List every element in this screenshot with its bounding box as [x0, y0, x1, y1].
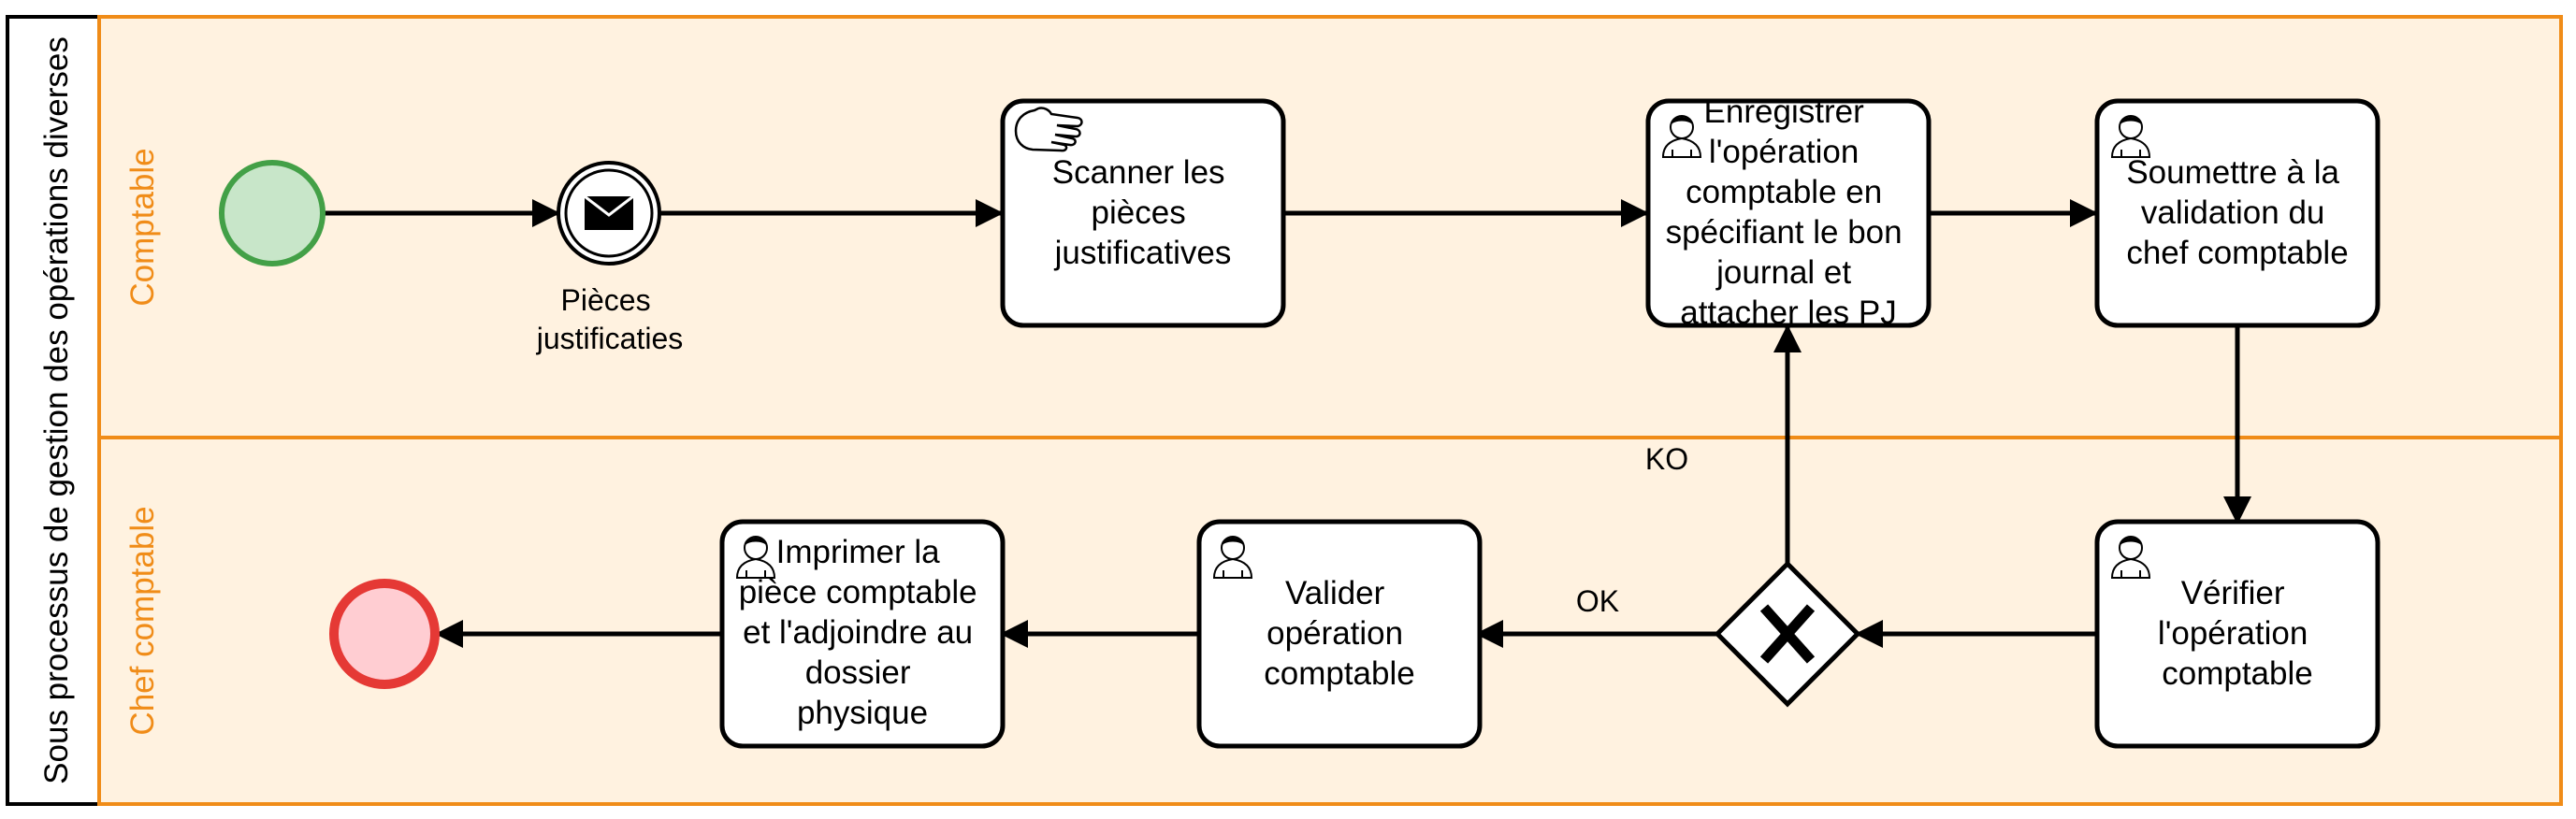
task-scanner-pieces[interactable]: Scanner les pièces justificatives	[1000, 98, 1286, 328]
lane-label-comptable: Comptable	[124, 148, 161, 306]
end-event[interactable]	[329, 579, 440, 689]
task-soumettre-validation[interactable]: Soumettre à la validation du chef compta…	[2094, 98, 2381, 328]
task-imprimer-piece[interactable]: Imprimer la pièce comptable et l'adjoind…	[719, 519, 1006, 749]
message-event-label: Pièces justificaties	[536, 283, 684, 355]
svg-text:Imprimer la pièce compta: Imprimer la pièce comptable et l'adjoind…	[739, 534, 987, 731]
lane-label-chef-comptable: Chef comptable	[124, 506, 161, 735]
pool-header	[6, 15, 101, 806]
start-event[interactable]	[219, 160, 326, 266]
envelope-icon	[584, 194, 634, 230]
svg-text:Soumettre à la validatio: Soumettre à la validation du chef compta…	[2126, 154, 2348, 271]
flow-label-ko: KO	[1645, 442, 1688, 476]
exclusive-gateway[interactable]	[1714, 560, 1861, 708]
exclusive-gateway-x-icon	[1759, 604, 1816, 664]
svg-text:Scanner les pièces: Scanner les pièces justificatives	[1052, 154, 1235, 271]
message-intermediate-event[interactable]	[557, 161, 661, 266]
flow-label-ok: OK	[1576, 584, 1619, 618]
hand-icon	[1014, 107, 1083, 152]
pool-label: Sous processus de gestion des opérations…	[38, 36, 75, 784]
sequence-flows	[324, 199, 2251, 648]
svg-text:Valider opération: Valider opération comptable	[1264, 575, 1414, 692]
svg-text:Enregistrer l'opération: Enregistrer l'opération comptable en spé…	[1666, 93, 1912, 331]
svg-text:Vérifier l'opération: Vérifier l'opération comptable	[2158, 575, 2317, 692]
task-enregistrer-operation[interactable]: Enregistrer l'opération comptable en spé…	[1645, 93, 1932, 331]
task-valider-operation[interactable]: Valider opération comptable	[1196, 519, 1483, 749]
task-verifier-operation[interactable]: Vérifier l'opération comptable	[2094, 519, 2381, 749]
